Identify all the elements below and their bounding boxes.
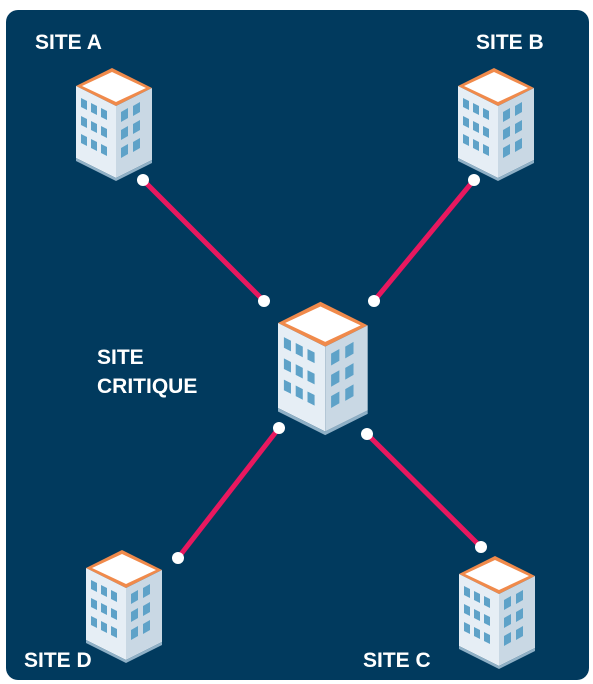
endpoint-c-inner (361, 428, 373, 440)
endpoint-d-inner (273, 422, 285, 434)
building-site-critique-icon (278, 301, 368, 436)
endpoint-b-outer (468, 174, 480, 186)
endpoint-c-outer (475, 541, 487, 553)
link-site-b (372, 178, 476, 303)
site-critique-label: SITE CRITIQUE (97, 346, 198, 399)
site-d-label: SITE D (24, 649, 92, 672)
endpoint-a-inner (258, 295, 270, 307)
building-site-b-icon (458, 68, 534, 181)
building-site-d-icon (86, 550, 162, 663)
building-site-a-icon (76, 68, 152, 181)
site-b-label: SITE B (476, 31, 544, 54)
site-a-label: SITE A (35, 31, 102, 54)
endpoint-a-outer (137, 174, 149, 186)
link-site-a (141, 178, 266, 303)
endpoint-d-outer (172, 552, 184, 564)
link-site-d (176, 426, 281, 560)
building-site-c-icon (459, 556, 535, 669)
endpoint-b-inner (368, 295, 380, 307)
link-site-c (365, 432, 483, 549)
site-c-label: SITE C (363, 649, 431, 672)
